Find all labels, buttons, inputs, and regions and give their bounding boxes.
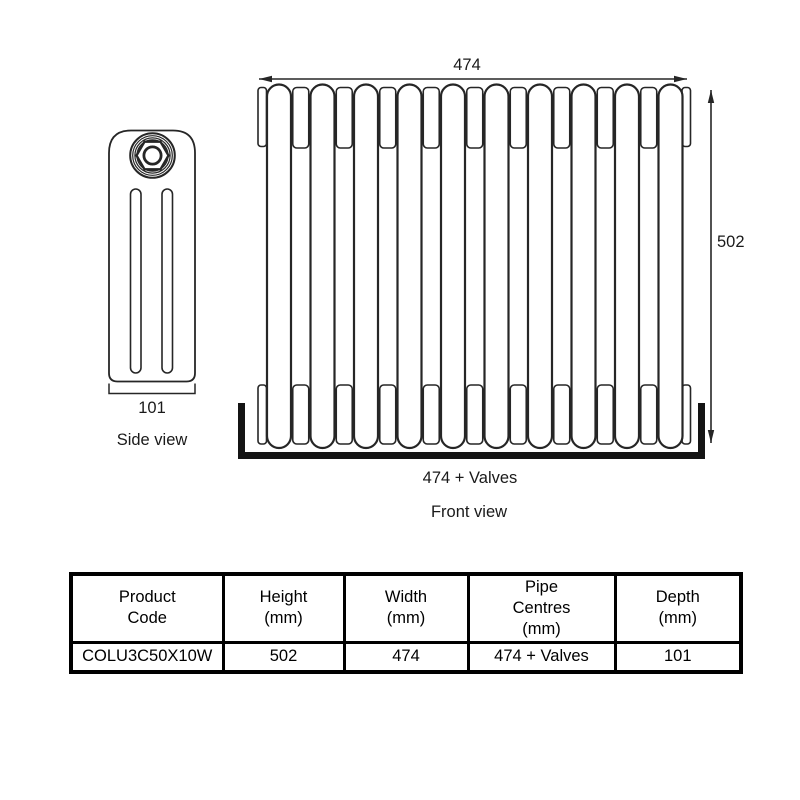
radiator-tube	[309, 83, 336, 450]
side-view-label: Side view	[117, 431, 188, 449]
cell-product-code: COLU3C50X10W	[69, 640, 225, 674]
radiator-tube	[657, 83, 684, 450]
radiator-back-column	[552, 86, 571, 149]
side-view-drawing: 101 Side view	[108, 129, 196, 449]
front-view-label: Front view	[431, 503, 507, 521]
front-columns	[265, 83, 684, 450]
header-row: Product Code Height (mm) Width (mm) Pipe…	[69, 572, 743, 644]
radiator-back-column	[378, 86, 397, 149]
col-header-product-code: Product Code	[69, 572, 225, 644]
depth-dim-label: 101	[138, 399, 166, 417]
depth-dim-bracket	[108, 383, 196, 395]
radiator-back-column	[509, 384, 528, 445]
col-header-height: Height (mm)	[221, 572, 346, 644]
side-groove	[161, 188, 174, 374]
radiator-back-column-edge	[257, 86, 268, 148]
radiator-tube	[439, 83, 467, 450]
front-view-drawing: 474 502 474 + Valves Front view	[238, 56, 745, 521]
radiator-tube	[265, 83, 293, 450]
radiator-back-column	[509, 86, 528, 149]
radiator-back-column	[291, 86, 310, 149]
radiator-back-column	[378, 384, 397, 445]
cell-depth: 101	[613, 640, 743, 674]
cell-pipe-centres: 474 + Valves	[466, 640, 617, 674]
col-header-pipe-centres: Pipe Centres (mm)	[466, 572, 617, 644]
radiator-back-column	[291, 384, 310, 445]
spec-table: Product Code Height (mm) Width (mm) Pipe…	[69, 572, 743, 674]
radiator-tube	[570, 83, 597, 450]
radiator-back-column	[335, 86, 354, 149]
radiator-tube	[613, 83, 641, 450]
radiator-back-column	[422, 384, 441, 445]
radiator-back-column	[596, 384, 615, 445]
valve-ring	[132, 135, 173, 176]
pipe-centres-bracket	[238, 403, 705, 459]
pipe-centres-label: 474 + Valves	[423, 469, 518, 487]
radiator-tube	[526, 83, 554, 450]
radiator-back-column	[465, 86, 484, 149]
table-row: COLU3C50X10W 502 474 474 + Valves 101	[69, 640, 743, 674]
radiator-back-column	[465, 384, 484, 445]
radiator-tube	[352, 83, 380, 450]
cell-width: 474	[342, 640, 470, 674]
radiator-tube	[483, 83, 510, 450]
technical-drawing: 101 Side view 474 502 474 + Valves Front…	[108, 56, 745, 521]
radiator-back-column	[639, 384, 658, 445]
width-dim-label: 474	[453, 56, 481, 74]
back-columns	[257, 86, 692, 445]
height-dim-arrow-bottom	[707, 430, 715, 443]
height-dim-arrow-top	[707, 90, 715, 103]
radiator-back-column	[552, 384, 571, 445]
valve-center-hole	[142, 145, 163, 166]
col-header-depth: Depth (mm)	[613, 572, 743, 644]
radiator-back-column	[335, 384, 354, 445]
radiator-back-column-edge	[257, 384, 268, 445]
radiator-tube	[396, 83, 423, 450]
radiator-back-column	[639, 86, 658, 149]
width-dim-arrow-left	[259, 75, 272, 83]
col-header-width: Width (mm)	[342, 572, 470, 644]
width-dim-arrow-right	[674, 75, 687, 83]
valve-ring	[134, 137, 171, 174]
cell-height: 502	[221, 640, 346, 674]
side-groove	[129, 188, 142, 374]
radiator-back-column	[596, 86, 615, 149]
height-dim-label: 502	[717, 233, 745, 251]
radiator-back-column	[422, 86, 441, 149]
